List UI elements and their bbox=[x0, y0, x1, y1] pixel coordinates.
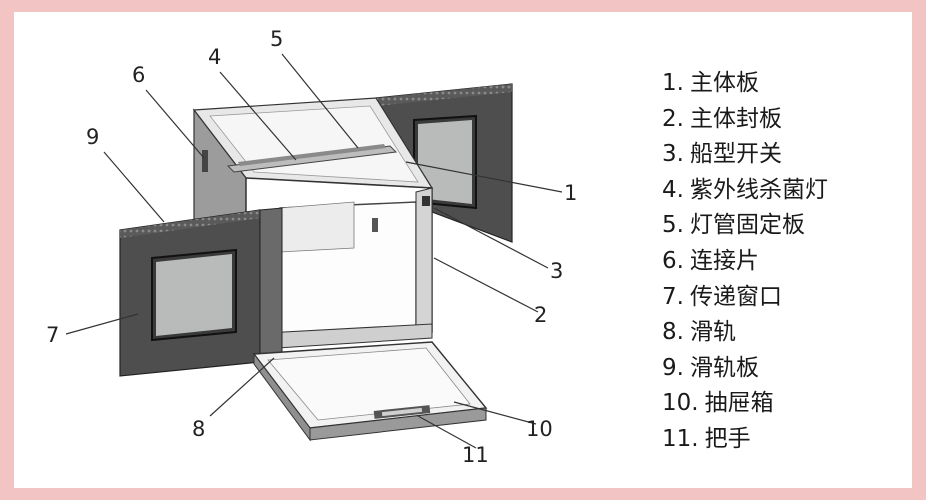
legend-label: 抽屉箱 bbox=[704, 390, 774, 417]
figure-panel: 1 2 3 4 5 6 7 8 9 10 11 1.主体板 2.主体封板 3.船… bbox=[14, 12, 912, 488]
drawer-box bbox=[252, 341, 488, 442]
legend-label: 滑轨板 bbox=[689, 354, 759, 381]
callout-4: 4 bbox=[208, 45, 221, 69]
cabinet-diagram: 1 2 3 4 5 6 7 8 9 10 11 bbox=[14, 12, 644, 488]
legend-number: 8. bbox=[662, 319, 684, 346]
leader-lines bbox=[65, 53, 563, 449]
legend-number: 6. bbox=[662, 247, 684, 274]
legend-number: 7. bbox=[662, 283, 684, 310]
callout-5: 5 bbox=[270, 27, 283, 51]
cabinet-body bbox=[192, 97, 434, 351]
callout-10: 10 bbox=[526, 417, 553, 441]
legend-item: 10.抽屉箱 bbox=[662, 386, 828, 422]
legend-number: 5. bbox=[662, 212, 684, 239]
legend-number: 10. bbox=[662, 390, 699, 417]
callout-11: 11 bbox=[462, 443, 489, 467]
parts-legend: 1.主体板 2.主体封板 3.船型开关 4.紫外线杀菌灯 5.灯管固定板 6.连… bbox=[662, 66, 828, 458]
callout-7: 7 bbox=[46, 323, 59, 347]
legend-item: 11.把手 bbox=[662, 422, 828, 458]
legend-item: 8.滑轨 bbox=[662, 315, 828, 351]
legend-item: 2.主体封板 bbox=[662, 102, 828, 138]
legend-label: 主体封板 bbox=[689, 105, 782, 132]
legend-label: 主体板 bbox=[689, 70, 759, 96]
legend-item: 7.传递窗口 bbox=[662, 280, 828, 316]
legend-label: 把手 bbox=[704, 425, 751, 452]
legend-item: 9.滑轨板 bbox=[662, 351, 828, 387]
legend-label: 传递窗口 bbox=[689, 283, 782, 310]
callout-1: 1 bbox=[564, 181, 577, 205]
legend-label: 紫外线杀菌灯 bbox=[689, 176, 828, 203]
cabinet-illustration: 1 2 3 4 5 6 7 8 9 10 11 bbox=[46, 27, 577, 467]
legend-item: 5.灯管固定板 bbox=[662, 208, 828, 244]
legend-item: 4.紫外线杀菌灯 bbox=[662, 173, 828, 209]
legend-number: 9. bbox=[662, 354, 684, 381]
callout-6: 6 bbox=[132, 63, 145, 87]
legend-number: 1. bbox=[662, 70, 684, 96]
legend-label: 灯管固定板 bbox=[689, 212, 805, 239]
legend-item: 1.主体板 bbox=[662, 66, 828, 102]
left-door-panel bbox=[119, 207, 283, 377]
legend-number: 4. bbox=[662, 176, 684, 203]
callout-2: 2 bbox=[534, 303, 547, 327]
legend-number: 2. bbox=[662, 105, 684, 132]
callout-3: 3 bbox=[550, 259, 563, 283]
legend-label: 连接片 bbox=[689, 247, 759, 274]
legend-number: 11. bbox=[662, 425, 699, 452]
legend-item: 3.船型开关 bbox=[662, 137, 828, 173]
legend-label: 滑轨 bbox=[689, 319, 736, 346]
legend-label: 船型开关 bbox=[689, 141, 782, 168]
callout-8: 8 bbox=[192, 417, 205, 441]
legend-number: 3. bbox=[662, 141, 684, 168]
legend-item: 6.连接片 bbox=[662, 244, 828, 280]
callout-9: 9 bbox=[86, 125, 99, 149]
